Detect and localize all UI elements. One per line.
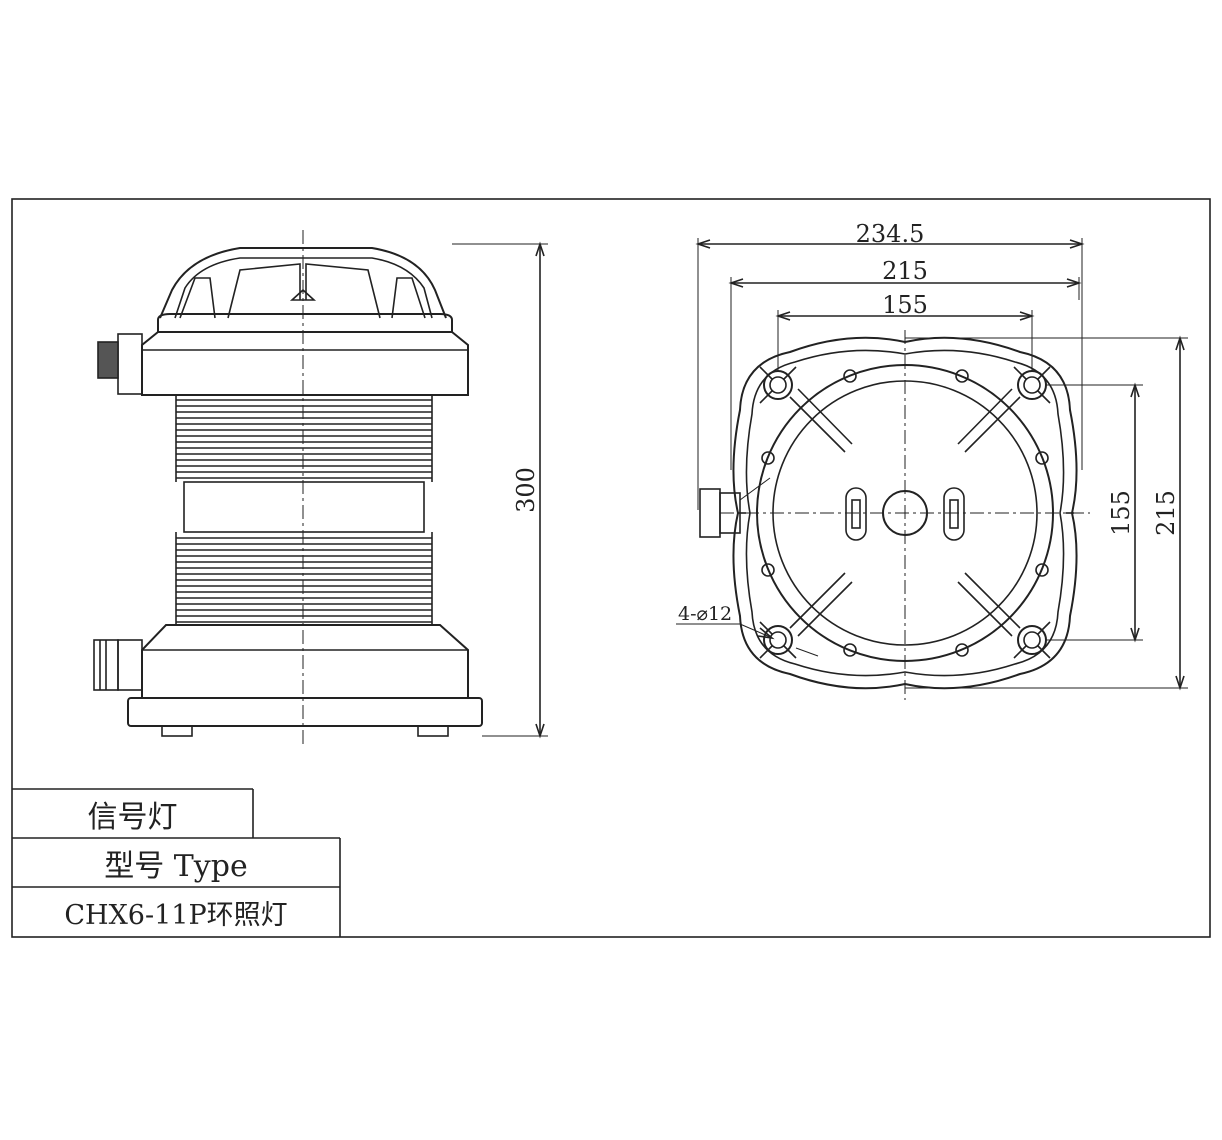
title-name: 信号灯 xyxy=(87,799,178,835)
upper-fins xyxy=(175,395,433,482)
dim-hole-spacing-v: 155 xyxy=(1107,490,1135,536)
dim-height-body: 215 xyxy=(1152,490,1180,536)
side-view xyxy=(93,230,548,748)
drawing-frame xyxy=(11,198,1211,938)
lower-fins xyxy=(175,532,433,625)
title-block-lines xyxy=(12,788,341,937)
title-model-value: CHX6-11P环照灯 xyxy=(64,899,288,931)
dim-width-body: 215 xyxy=(882,257,928,285)
dim-width-overall: 234.5 xyxy=(856,220,925,248)
hole-callout: 4-⌀12 xyxy=(678,603,732,625)
dim-hole-spacing-h: 155 xyxy=(882,291,928,319)
bottom-view xyxy=(676,238,1188,700)
title-model-label: 型号 Type xyxy=(104,848,248,884)
dim-side-height: 300 xyxy=(512,467,540,513)
